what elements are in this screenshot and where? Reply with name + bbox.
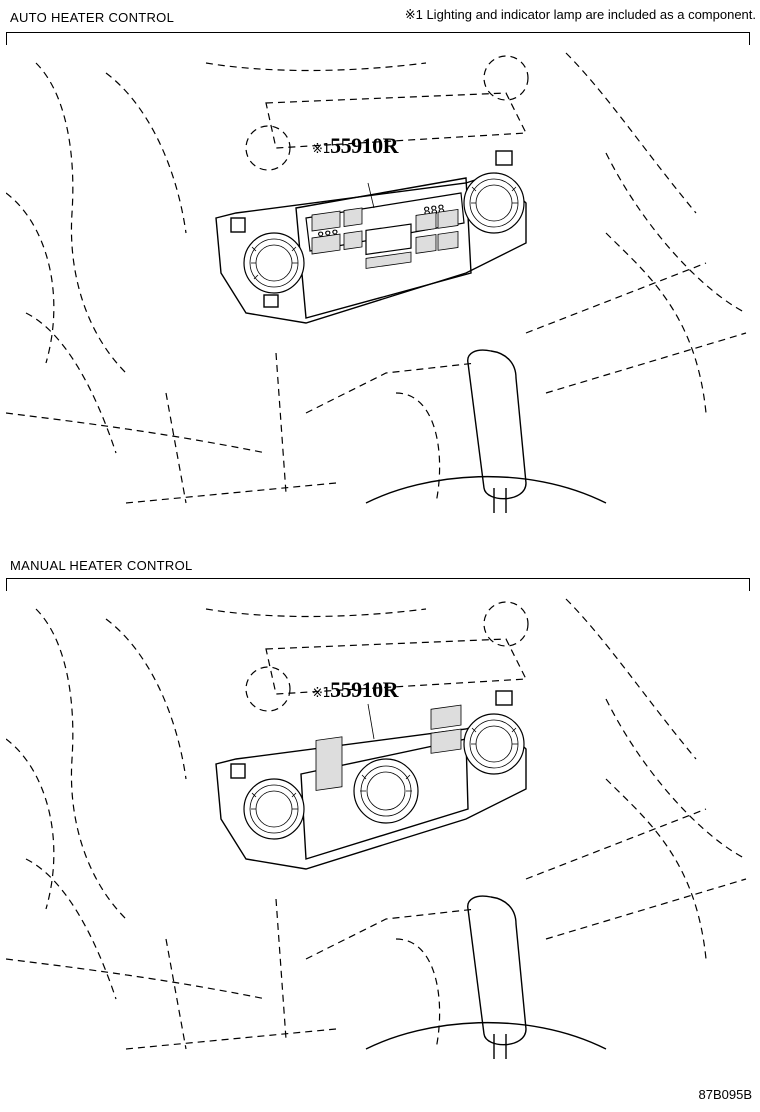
manual-part-mark: ※1 bbox=[312, 686, 331, 701]
auto-part-callout: ※155910R bbox=[312, 133, 399, 159]
manual-dashboard-drawing bbox=[6, 598, 747, 1059]
manual-right-knob[interactable] bbox=[463, 713, 525, 775]
manual-part-number: 55910R bbox=[330, 677, 399, 702]
section-title-manual: MANUAL HEATER CONTROL bbox=[10, 558, 193, 573]
manual-heater-illustration: ※155910R bbox=[6, 578, 750, 1087]
auto-part-number: 55910R bbox=[330, 133, 399, 158]
auto-part-mark: ※1 bbox=[312, 142, 331, 157]
auto-right-knob[interactable] bbox=[463, 172, 525, 234]
footnote: ※1 Lighting and indicator lamp are inclu… bbox=[404, 7, 756, 22]
manual-center-knob[interactable] bbox=[353, 758, 419, 824]
auto-button-grid bbox=[311, 207, 459, 269]
manual-left-knob[interactable] bbox=[243, 778, 305, 840]
auto-left-knob[interactable] bbox=[243, 232, 305, 294]
manual-button-group bbox=[315, 704, 462, 791]
manual-part-callout: ※155910R bbox=[312, 677, 399, 703]
section-title-auto: AUTO HEATER CONTROL bbox=[10, 10, 175, 25]
auto-heater-illustration: 888 888 bbox=[6, 32, 750, 541]
diagram-code: 87B095B bbox=[698, 1087, 753, 1102]
auto-dashboard-drawing: 888 888 bbox=[6, 52, 747, 513]
